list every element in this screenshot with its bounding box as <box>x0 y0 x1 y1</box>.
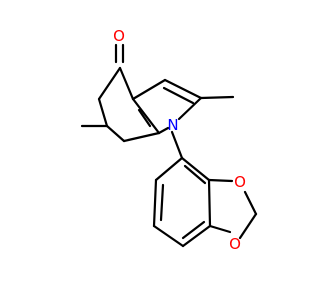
bond-ar3-ar4 <box>181 224 212 248</box>
dioxole-oxygen-2-label: O <box>229 235 241 253</box>
bond-c2-n1 <box>177 96 203 121</box>
bond-c7a-c3a <box>131 97 161 135</box>
atom-label-group: O N O O <box>113 27 246 253</box>
bond-ar3-ar4-inner <box>181 220 206 240</box>
molecule-structure: O N O O <box>80 27 258 253</box>
bond-c3a-c3 <box>131 78 167 101</box>
bond-ar2-ar3 <box>207 178 212 228</box>
bond-c7-c7a <box>122 131 161 143</box>
bond-c5-c6 <box>97 97 109 128</box>
ring-nitrogen-label: N <box>167 116 178 134</box>
bond-c3-c2-double-b <box>162 86 195 105</box>
bond-n1-aryl <box>170 130 184 160</box>
bond-c6-c7 <box>105 124 126 143</box>
bond-n1-c7a <box>157 126 170 135</box>
bond-c4-c5 <box>97 66 122 101</box>
bond-c3-c2-double-a <box>163 78 203 100</box>
bond-ar3-o2 <box>208 224 232 234</box>
bond-ar1-ar2 <box>180 156 211 182</box>
bond-ar6-ar1 <box>154 156 184 182</box>
bond-ar5-ar6 <box>152 178 158 228</box>
bond-o1-ch2 <box>243 190 258 216</box>
bond-ar1-ar2-inner <box>183 164 207 185</box>
bond-group <box>80 43 258 248</box>
bond-c4-c3a <box>118 66 135 101</box>
structure-canvas: O N O O <box>80 27 258 253</box>
bond-ar5-ar6-inner <box>159 183 165 222</box>
bond-ar2-o1 <box>207 178 234 183</box>
dioxole-oxygen-1-label: O <box>234 173 246 191</box>
bond-c2-methyl <box>199 95 235 100</box>
bond-o2-ch2 <box>238 212 258 240</box>
ketone-oxygen-label: O <box>113 27 125 45</box>
bond-c7a-c3a-inner <box>137 108 152 128</box>
bond-ar4-ar5 <box>152 224 185 248</box>
